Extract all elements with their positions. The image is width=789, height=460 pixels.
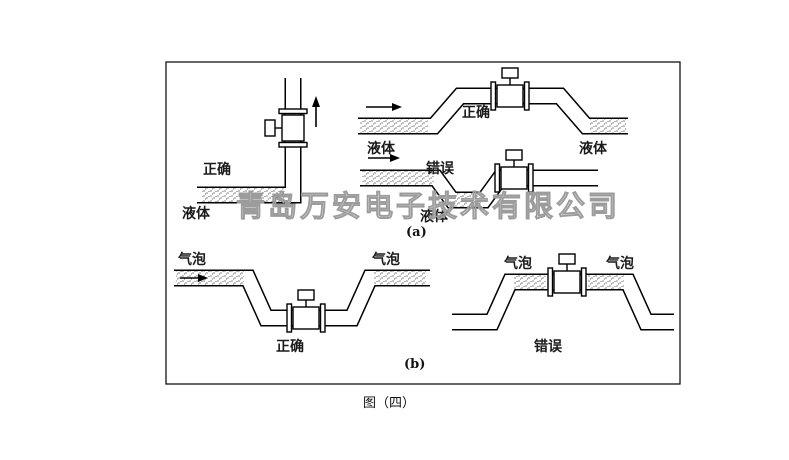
liquid-fill <box>454 193 482 207</box>
label-bubble: 气泡 <box>371 251 400 268</box>
diagram-b-high-wrong: 气泡 气泡 错误 <box>452 253 674 355</box>
liquid-fill <box>360 119 428 133</box>
label-correct: 正确 <box>203 161 231 178</box>
label-correct: 正确 <box>462 104 490 121</box>
liquid-fill <box>362 171 434 185</box>
label-bubble: 气泡 <box>177 251 206 268</box>
bubble-fill <box>514 275 546 289</box>
flow-up-arrow-icon <box>312 96 320 127</box>
diagram-a-dip-wrong: 错误 液体 <box>360 149 598 225</box>
flow-right-arrow-icon <box>180 274 208 282</box>
bubble-fill <box>588 275 624 289</box>
label-correct: 正确 <box>276 338 304 355</box>
label-bubble: 气泡 <box>503 255 532 272</box>
label-bubble: 气泡 <box>605 255 634 272</box>
bubble-fill <box>176 271 244 285</box>
bubble-fill <box>374 271 426 285</box>
diagram-a-vertical-correct: 正确 液体 <box>182 78 320 222</box>
diagram-a-hump-correct: 正确 液体 液体 <box>358 67 628 157</box>
label-liquid: 液体 <box>182 205 211 222</box>
flow-right-arrow-icon <box>366 103 402 111</box>
label-liquid: 液体 <box>367 140 396 157</box>
section-b-tag: (b) <box>404 357 425 372</box>
figure-caption: 图（四） <box>363 396 415 411</box>
liquid-fill <box>202 188 284 202</box>
label-wrong: 错误 <box>426 160 455 177</box>
section-a-tag: (a) <box>406 225 427 240</box>
label-liquid: 液体 <box>579 140 608 157</box>
diagram-b-low-correct: 气泡 气泡 正确 <box>174 251 430 355</box>
figure-border <box>165 61 681 385</box>
company-watermark: 青岛万安电子技术有限公司 <box>236 189 620 223</box>
liquid-fill <box>590 119 626 133</box>
flow-right-arrow-icon <box>368 154 400 162</box>
label-wrong: 错误 <box>534 338 563 355</box>
label-liquid: 液体 <box>420 208 449 225</box>
